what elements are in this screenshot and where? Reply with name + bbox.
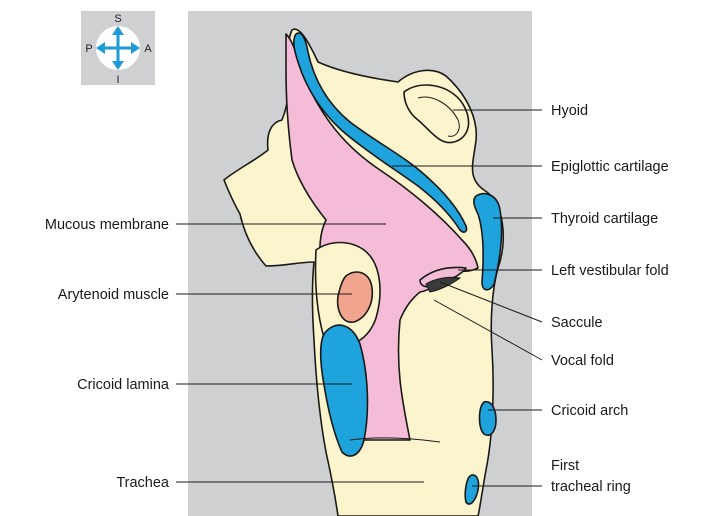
label-arytenoid-muscle: Arytenoid muscle [58, 287, 169, 303]
orientation-compass: S I P A [81, 11, 155, 86]
compass-anterior-label: A [144, 43, 152, 55]
label-mucous-membrane: Mucous membrane [45, 217, 169, 233]
compass-superior-label: S [114, 13, 121, 25]
label-vocal-fold: Vocal fold [551, 353, 614, 369]
compass-inferior-label: I [116, 74, 119, 86]
label-hyoid: Hyoid [551, 103, 588, 119]
label-cricoid-arch: Cricoid arch [551, 403, 628, 419]
label-cricoid-lamina: Cricoid lamina [77, 377, 170, 393]
label-first-tracheal-ring-line1: First [551, 458, 579, 474]
compass-posterior-label: P [85, 43, 92, 55]
label-saccule: Saccule [551, 315, 603, 331]
label-trachea: Trachea [116, 475, 170, 491]
cricoid-arch-shape [480, 402, 497, 435]
label-thyroid-cartilage: Thyroid cartilage [551, 211, 658, 227]
label-first-tracheal-ring-line2: tracheal ring [551, 479, 631, 495]
label-left-vestibular-fold: Left vestibular fold [551, 263, 669, 279]
label-epiglottic-cartilage: Epiglottic cartilage [551, 159, 669, 175]
